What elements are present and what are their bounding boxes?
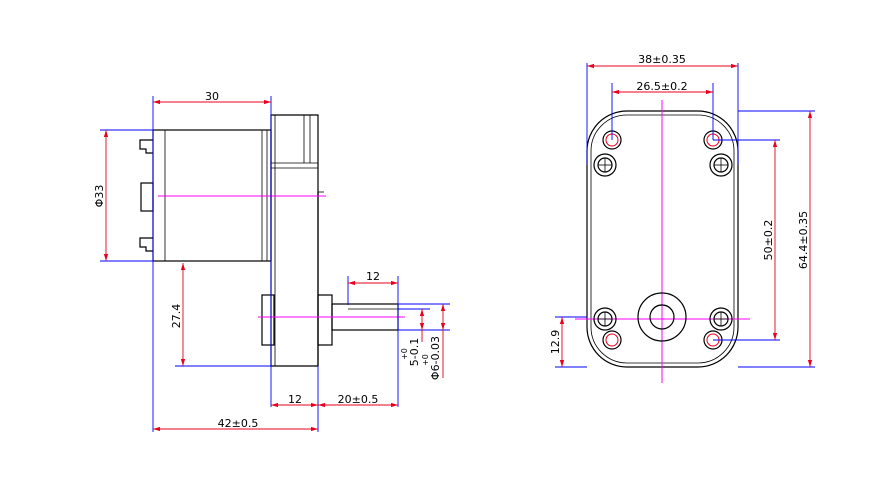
side-view: 30 Φ33 27.4 12 12 20±0.5 42±0.5 +0 5-0.1… <box>93 90 450 432</box>
side-extension-lines <box>100 96 450 432</box>
screw-heads <box>593 153 733 331</box>
dim-motor-diameter: Φ33 <box>93 185 106 208</box>
gearbox-body <box>270 114 324 367</box>
dim-outer-hole-spacing: 38±0.35 <box>638 53 686 66</box>
dim-shaft-length: 20±0.5 <box>338 393 379 406</box>
side-dimension-lines <box>103 99 446 432</box>
dim-shaft-offset: 12.9 <box>549 330 562 355</box>
front-dimension-lines <box>559 63 813 367</box>
dim-inner-hole-spacing: 26.5±0.2 <box>636 80 687 93</box>
front-view: 38±0.35 26.5±0.2 50±0.2 64.4±0.35 12.9 <box>549 53 815 383</box>
dim-flat-tolerance: +0 <box>400 348 409 360</box>
side-dimension-texts: 30 Φ33 27.4 12 12 20±0.5 42±0.5 +0 5-0.1… <box>93 90 442 430</box>
front-dimension-texts: 38±0.35 26.5±0.2 50±0.2 64.4±0.35 12.9 <box>549 53 810 354</box>
dim-overall-height: 64.4±0.35 <box>797 211 810 269</box>
dim-shaft-flat-length: 12 <box>366 270 380 283</box>
dim-gearbox-width: 12 <box>288 393 302 406</box>
dim-overall-length: 42±0.5 <box>218 417 259 430</box>
dim-shaft-diameter: Φ6-0.03 <box>429 336 442 380</box>
front-output-shaft <box>637 292 687 342</box>
output-boss <box>261 294 333 346</box>
dim-shaft-tolerance: +0 <box>421 354 430 366</box>
dim-vertical-hole-spacing: 50±0.2 <box>762 220 775 261</box>
dim-motor-length: 30 <box>205 90 219 103</box>
motor-terminals <box>139 139 154 252</box>
dim-shaft-height: 27.4 <box>170 304 183 329</box>
dim-flat-size: 5-0.1 <box>408 338 421 366</box>
